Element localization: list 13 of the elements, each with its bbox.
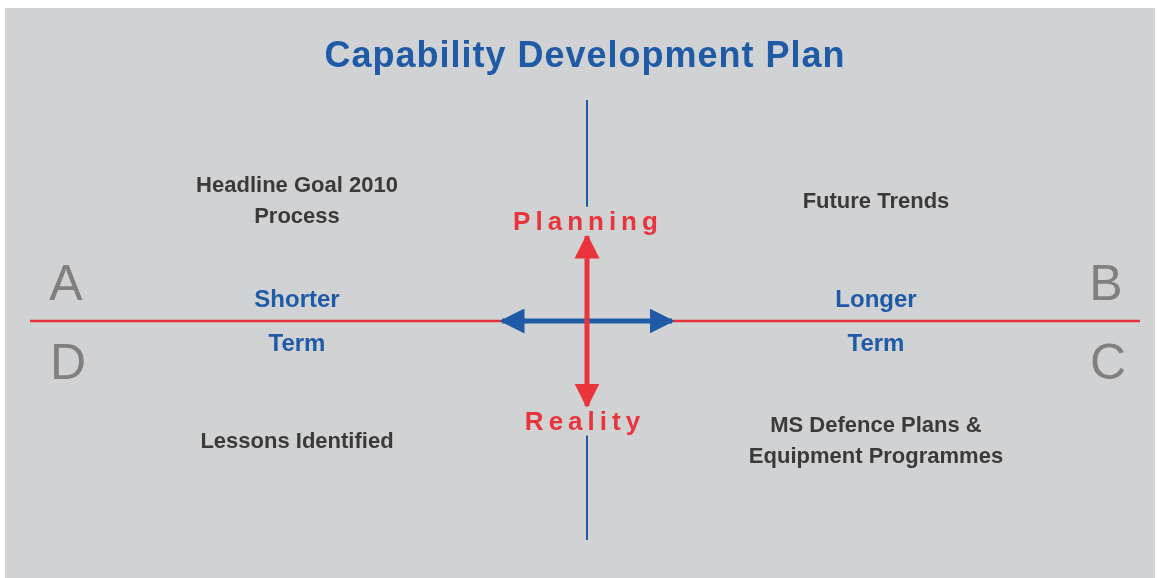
diagram-title: Capability Development Plan — [324, 32, 846, 77]
axis-label: Shorter — [254, 284, 340, 315]
axis-label: Term — [847, 328, 905, 359]
axis-label: Term — [268, 328, 326, 359]
quadrant-label: Future Trends — [802, 186, 950, 215]
corner-letter: B — [1089, 254, 1123, 313]
axis-label: Longer — [835, 284, 917, 315]
corner-letter: A — [49, 254, 83, 313]
corner-letter: C — [1089, 333, 1127, 392]
quadrant-label: MS Defence Plans & Equipment Programmes — [747, 411, 1005, 470]
corner-letter: D — [49, 333, 87, 392]
quadrant-label: Lessons Identified — [200, 426, 394, 455]
quadrant-label: Headline Goal 2010 Process — [195, 171, 399, 230]
